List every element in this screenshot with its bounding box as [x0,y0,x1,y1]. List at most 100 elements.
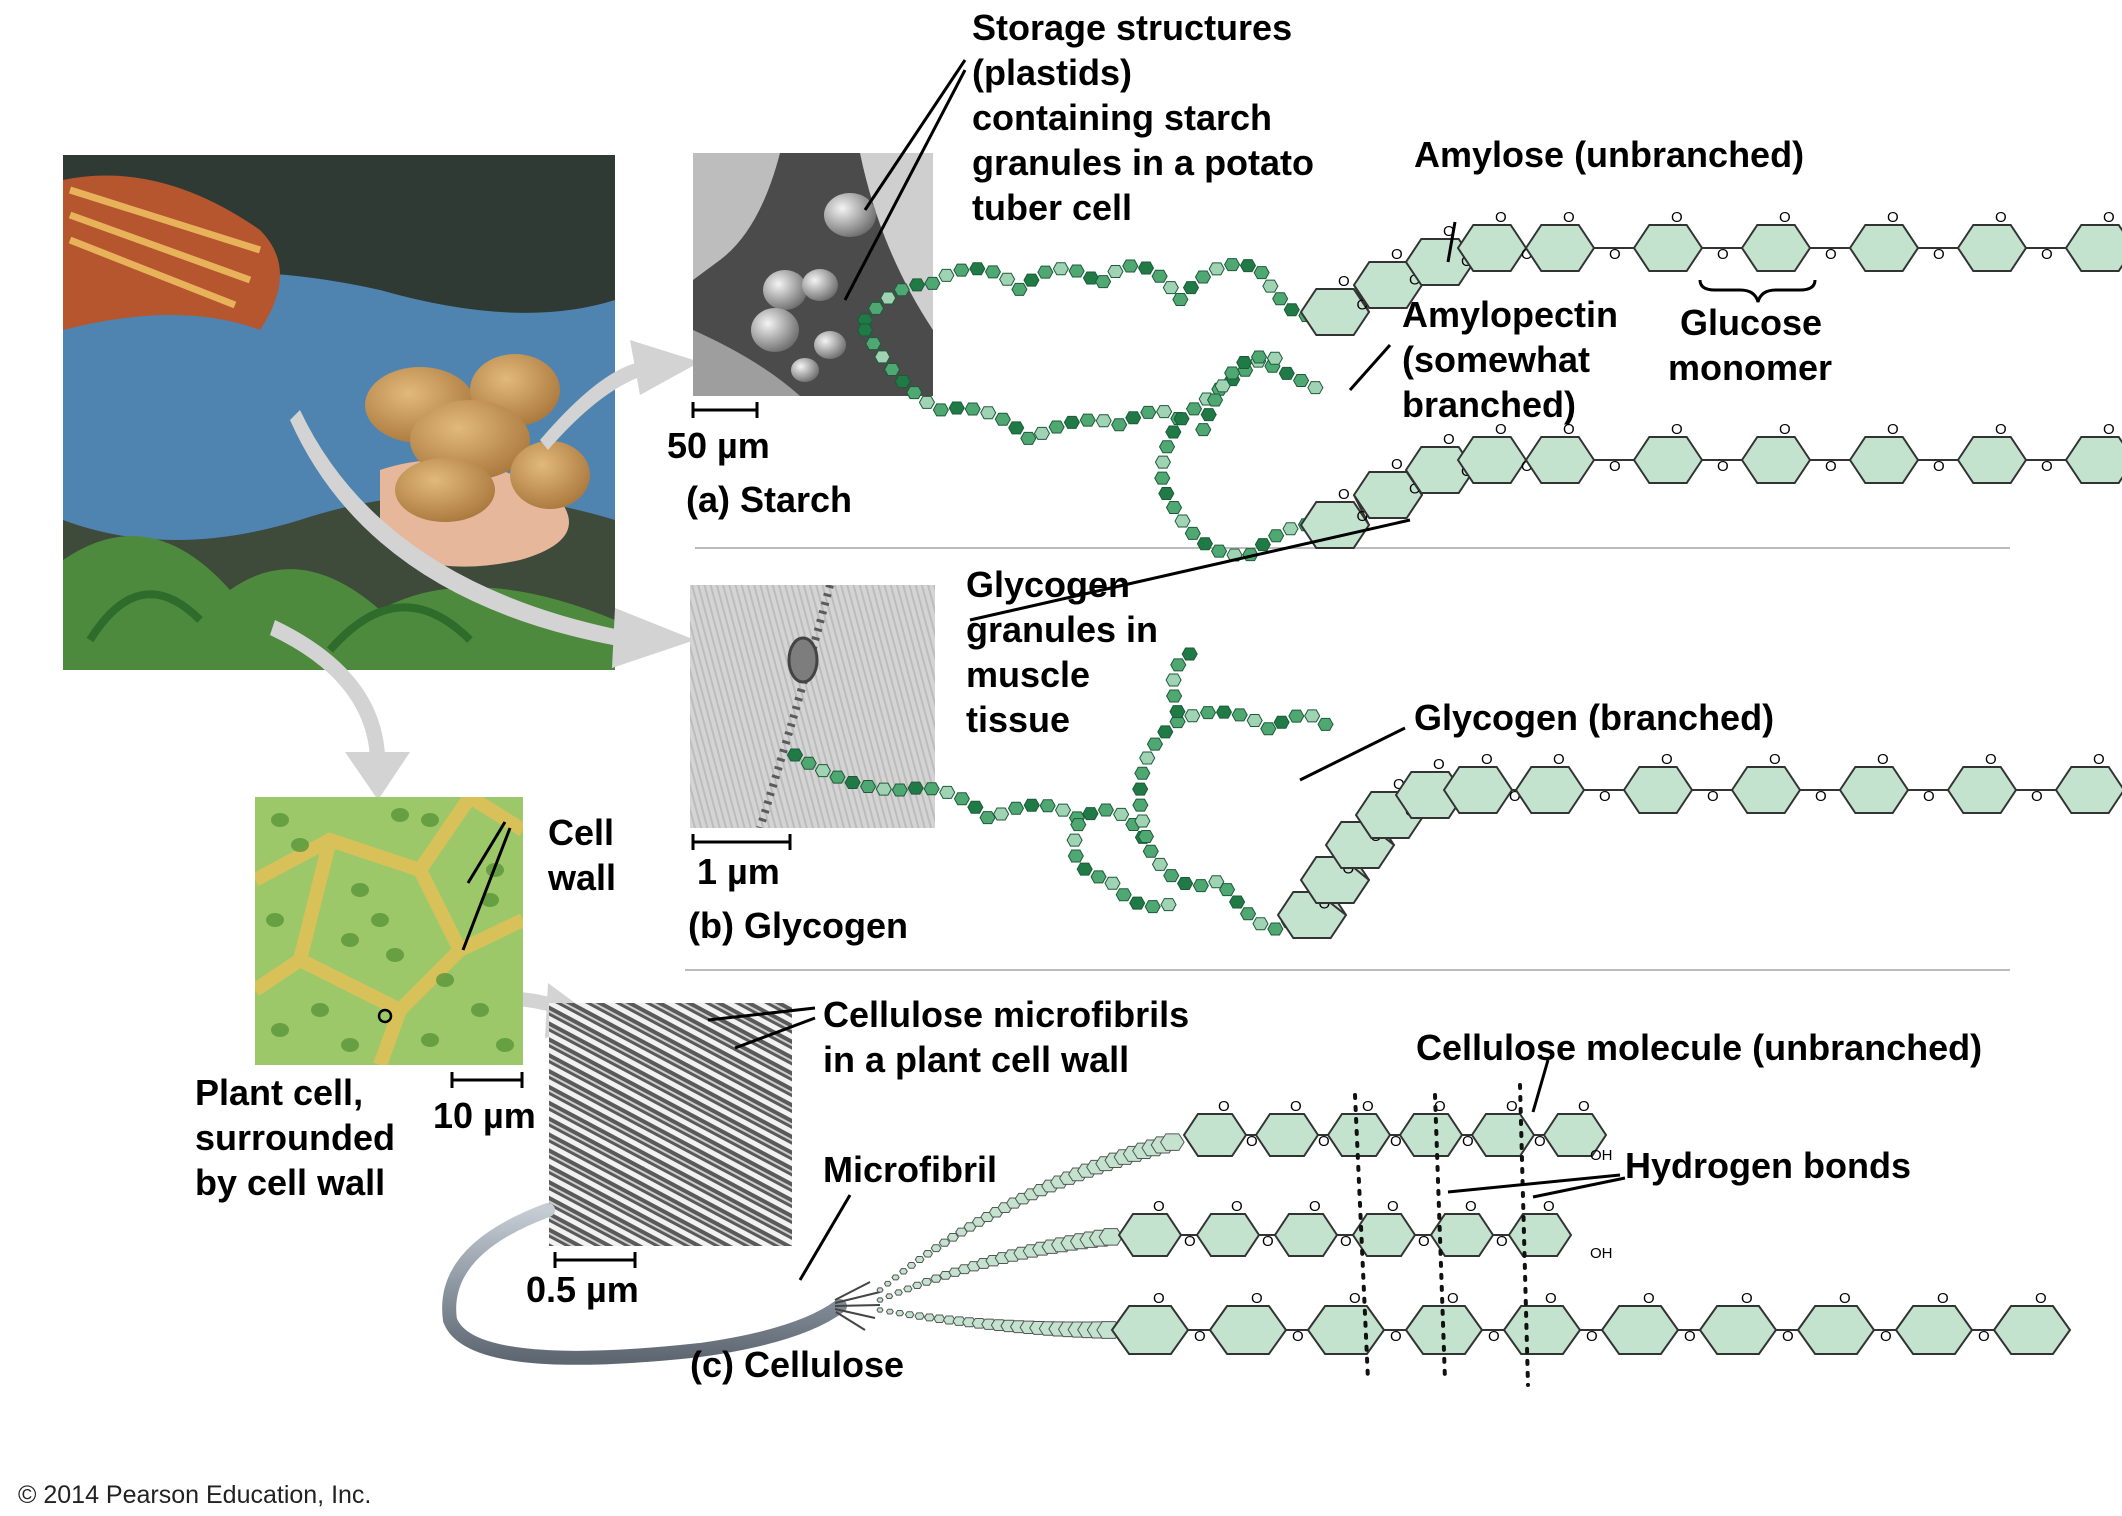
glucose-bead [1158,486,1175,500]
ring-oxygen-label: O [1643,1290,1655,1307]
link-oxygen-label: O [1496,1233,1508,1250]
glucose-bead [891,783,908,797]
glucose-bead [1262,279,1279,293]
scale-bar-1um [691,834,792,850]
link-oxygen-label: O [1509,788,1521,805]
link-oxygen-label: O [1340,1233,1352,1250]
glucose-bead [1039,799,1056,813]
glucose-bead [829,770,846,784]
link-oxygen-label: O [1609,246,1621,263]
link-oxygen-label: O [2041,246,2053,263]
glucose-bead [1107,265,1124,279]
glucose-ring [1600,1305,1680,1355]
glucose-bead [1292,374,1310,388]
glucose-bead [1033,426,1051,440]
ring-oxygen-label: O [1671,421,1683,438]
glucose-ring [1273,1213,1339,1257]
link-oxygen-label: O [1521,246,1533,263]
cellulose-unit [914,1255,925,1264]
glucose-ring [1326,1113,1392,1157]
glucose-bead [1162,281,1179,295]
ring-oxygen-label: O [1338,486,1350,503]
glucose-ring [1956,224,2028,272]
glucose-ring [1502,1305,1582,1355]
glucose-bead [1052,262,1069,276]
ring-oxygen-label: O [1251,1290,1263,1307]
glucose-bead [964,402,981,416]
link-oxygen-label: O [1815,788,1827,805]
plant-cell-label: Plant cell, surrounded by cell wall [195,1072,395,1203]
glucose-bead [867,301,885,315]
cellulose-microfibrils-label: Cellulose microfibrils in a plant cell w… [823,994,1189,1080]
svg-text:Cell: Cell [548,812,614,853]
cellulose-unit [906,1262,917,1269]
glucose-bead [880,291,897,305]
glucose-bead [1134,814,1151,828]
ring-oxygen-label: O [1937,1290,1949,1307]
glucose-bead [1132,782,1149,796]
glucose-bead [1260,722,1277,736]
link-oxygen-label: O [2041,458,2053,475]
glucose-bead [1266,351,1283,365]
cell-wall-label: Cell wall [547,812,616,898]
glucose-bead [948,401,965,415]
microfibril-cable [442,1203,881,1365]
cellulose-unit [904,1311,915,1319]
cellulose-unit [1159,1133,1185,1151]
glucose-bead [1208,262,1225,276]
ring-oxygen-label: O [1985,751,1997,768]
svg-text:Cellulose microfibrils: Cellulose microfibrils [823,994,1189,1035]
glucose-bead [1200,408,1217,422]
glucose-bead [1194,270,1212,284]
glucose-bead [1185,402,1203,416]
svg-text:containing starch: containing starch [972,97,1272,138]
cellulose-unit [923,1313,935,1322]
glucose-bead [923,782,940,796]
link-oxygen-label: O [1684,1328,1696,1345]
glucose-bead [1199,706,1217,720]
glucose-bead [893,283,910,297]
amylopectin-bead-chain [856,323,1324,562]
glucose-bead [1154,471,1171,485]
link-oxygen-label: O [1825,246,1837,263]
glucose-bead [1283,303,1300,317]
ring-oxygen-label: O [1391,246,1403,263]
scale-bar-50um [691,402,759,418]
glucose-bead [1104,876,1121,890]
glucose-bead [1076,862,1093,876]
glucose-bead [1272,292,1289,306]
link-oxygen-label: O [1184,1233,1196,1250]
link-oxygen-label: O [1609,458,1621,475]
glucose-bead [1239,259,1257,273]
ring-oxygen-label: O [1387,1198,1399,1215]
ring-oxygen-label: O [1563,421,1575,438]
glucose-bead [1151,269,1168,283]
ring-oxygen-label: O [1309,1198,1321,1215]
glucose-bead [1095,275,1112,289]
svg-text:(somewhat: (somewhat [1402,339,1590,380]
glucose-bead [979,811,996,825]
cellulose-unit [895,1310,905,1317]
glucose-bead [1134,766,1151,780]
cellulose-unit [885,1308,894,1315]
storage-structures-label: Storage structures (plastids) containing… [972,7,1314,228]
svg-text:muscle: muscle [966,654,1090,695]
glucose-ring [2054,766,2122,814]
cellulose-unit [955,1227,968,1237]
glucose-bead [1252,917,1269,931]
glucose-ring [1507,1213,1573,1257]
glucose-ring [1992,1305,2072,1355]
ring-oxygen-label: O [1887,421,1899,438]
svg-text:in a plant cell wall: in a plant cell wall [823,1039,1129,1080]
glucose-bead [856,323,874,337]
arrow-to-starch [540,340,700,450]
ring-oxygen-label: O [1338,273,1350,290]
svg-text:by cell wall: by cell wall [195,1162,385,1203]
glucose-bead [1160,898,1177,912]
glucose-ring [1632,224,1704,272]
glucose-bead [1163,869,1180,883]
glucose-bead [1253,266,1270,280]
cellulose-unit [912,1281,923,1289]
link-oxygen-label: O [1933,458,1945,475]
